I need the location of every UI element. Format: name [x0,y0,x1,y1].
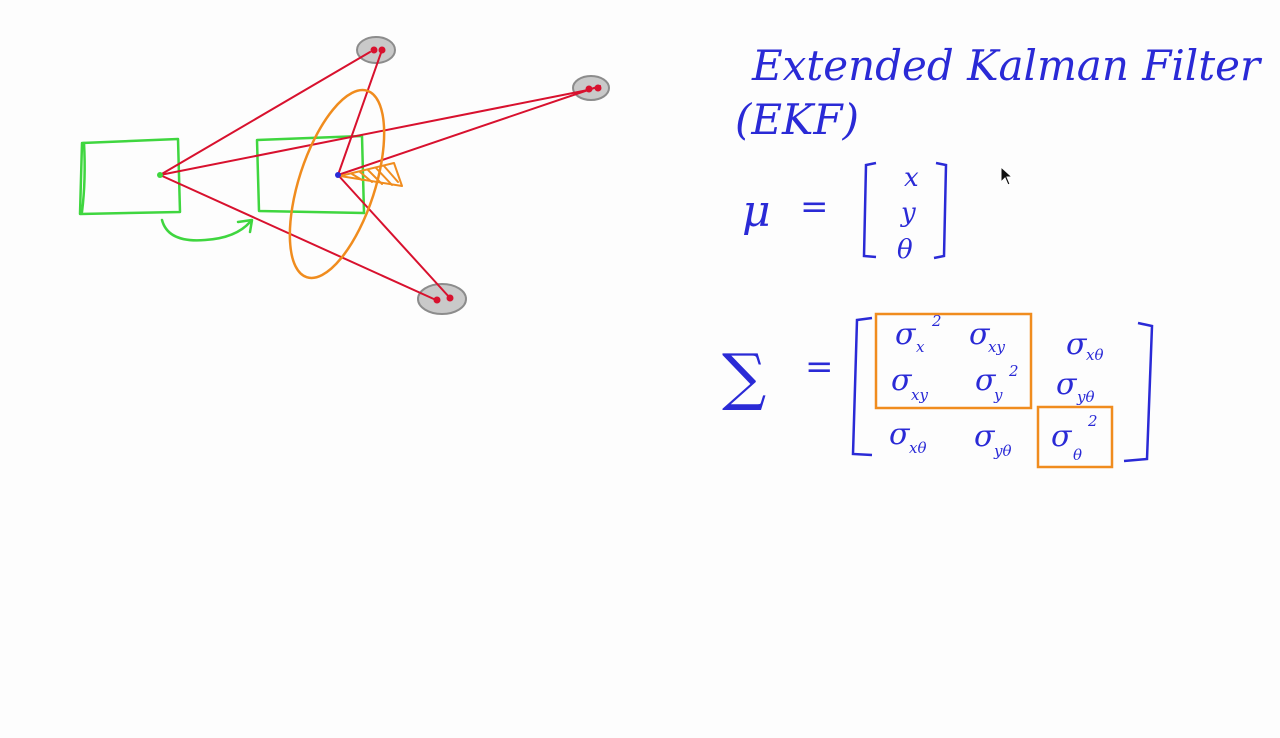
svg-text:y: y [993,386,1003,404]
observation-ray [159,174,437,301]
landmark-dot [446,294,454,302]
title-line-1: Extended Kalman Filter [751,41,1263,90]
svg-text:σ: σ [889,417,911,452]
matrix-cell: σ y 2 [975,362,1019,404]
mean-entry-y: y [900,198,916,228]
svg-text:σ: σ [975,363,997,398]
covariance-right-bracket [1123,321,1154,463]
svg-text:σ: σ [974,419,996,454]
motion-arrow-head [236,218,254,234]
svg-text:2: 2 [931,312,942,330]
position-covariance-highlight [874,312,1033,410]
svg-text:σ: σ [1066,327,1088,362]
matrix-cell: σ x 2 [895,312,942,356]
observation-ray [159,89,589,176]
robot-box-previous [78,137,182,216]
motion-arc [160,218,252,242]
svg-text:xy: xy [988,338,1005,356]
matrix-cell: σ xθ [889,417,927,457]
robot-center-previous [157,172,163,178]
robot-center-current [335,172,341,178]
svg-text:σ: σ [891,363,913,398]
heading-variance-highlight [1036,405,1114,469]
covariance-symbol: ∑ [722,340,766,413]
matrix-cell: σ xθ [1066,327,1104,364]
mean-symbol: μ [742,186,771,237]
robot-box-previous-left-edge [80,141,86,214]
mean-vector: μ = x y θ [742,161,948,265]
landmark-dot [594,84,602,92]
svg-text:σ: σ [1056,367,1078,402]
mean-left-bracket [862,161,877,259]
landmark-bottom [417,283,467,315]
svg-text:yθ: yθ [1076,388,1095,406]
landmark-dot [370,46,378,54]
landmark-dot [378,46,386,54]
covariance-left-bracket [851,316,873,457]
mean-entry-theta: θ [897,235,913,265]
svg-text:yθ: yθ [993,442,1012,460]
robot-box-current [255,134,366,215]
heading-uncertainty-wedge [339,162,403,187]
matrix-cell: σ xy [969,317,1005,356]
mouse-pointer-icon [1000,166,1014,186]
svg-text:σ: σ [895,317,917,352]
svg-text:σ: σ [969,317,991,352]
covariance-matrix: ∑ = σ x 2 σ xy σ xθ σ xy σ y 2 [722,312,1154,469]
observation-ray [337,174,451,299]
position-uncertainty-ellipse [288,88,386,280]
svg-text:θ: θ [1073,446,1082,464]
landmark-dot [433,296,441,304]
matrix-cell: σ yθ [974,419,1012,460]
matrix-cell: σ θ 2 [1051,412,1098,464]
svg-text:σ: σ [1051,419,1073,454]
svg-text:xθ: xθ [909,439,927,457]
svg-text:2: 2 [1087,412,1098,430]
observation-ray [159,51,371,176]
covariance-equals: = [805,347,834,387]
observation-ray [337,49,383,176]
mean-entry-x: x [904,163,919,193]
title-line-2: (EKF) [735,95,859,144]
svg-text:xy: xy [911,386,928,404]
landmark-dot [585,85,593,93]
robot-sketch [78,36,610,315]
mean-equals: = [800,187,829,227]
matrix-cell: σ xy [891,363,928,404]
mean-right-bracket [933,161,948,260]
svg-text:2: 2 [1008,362,1019,380]
svg-text:x: x [916,338,925,356]
svg-text:xθ: xθ [1086,346,1104,364]
matrix-cell: σ yθ [1056,367,1095,406]
